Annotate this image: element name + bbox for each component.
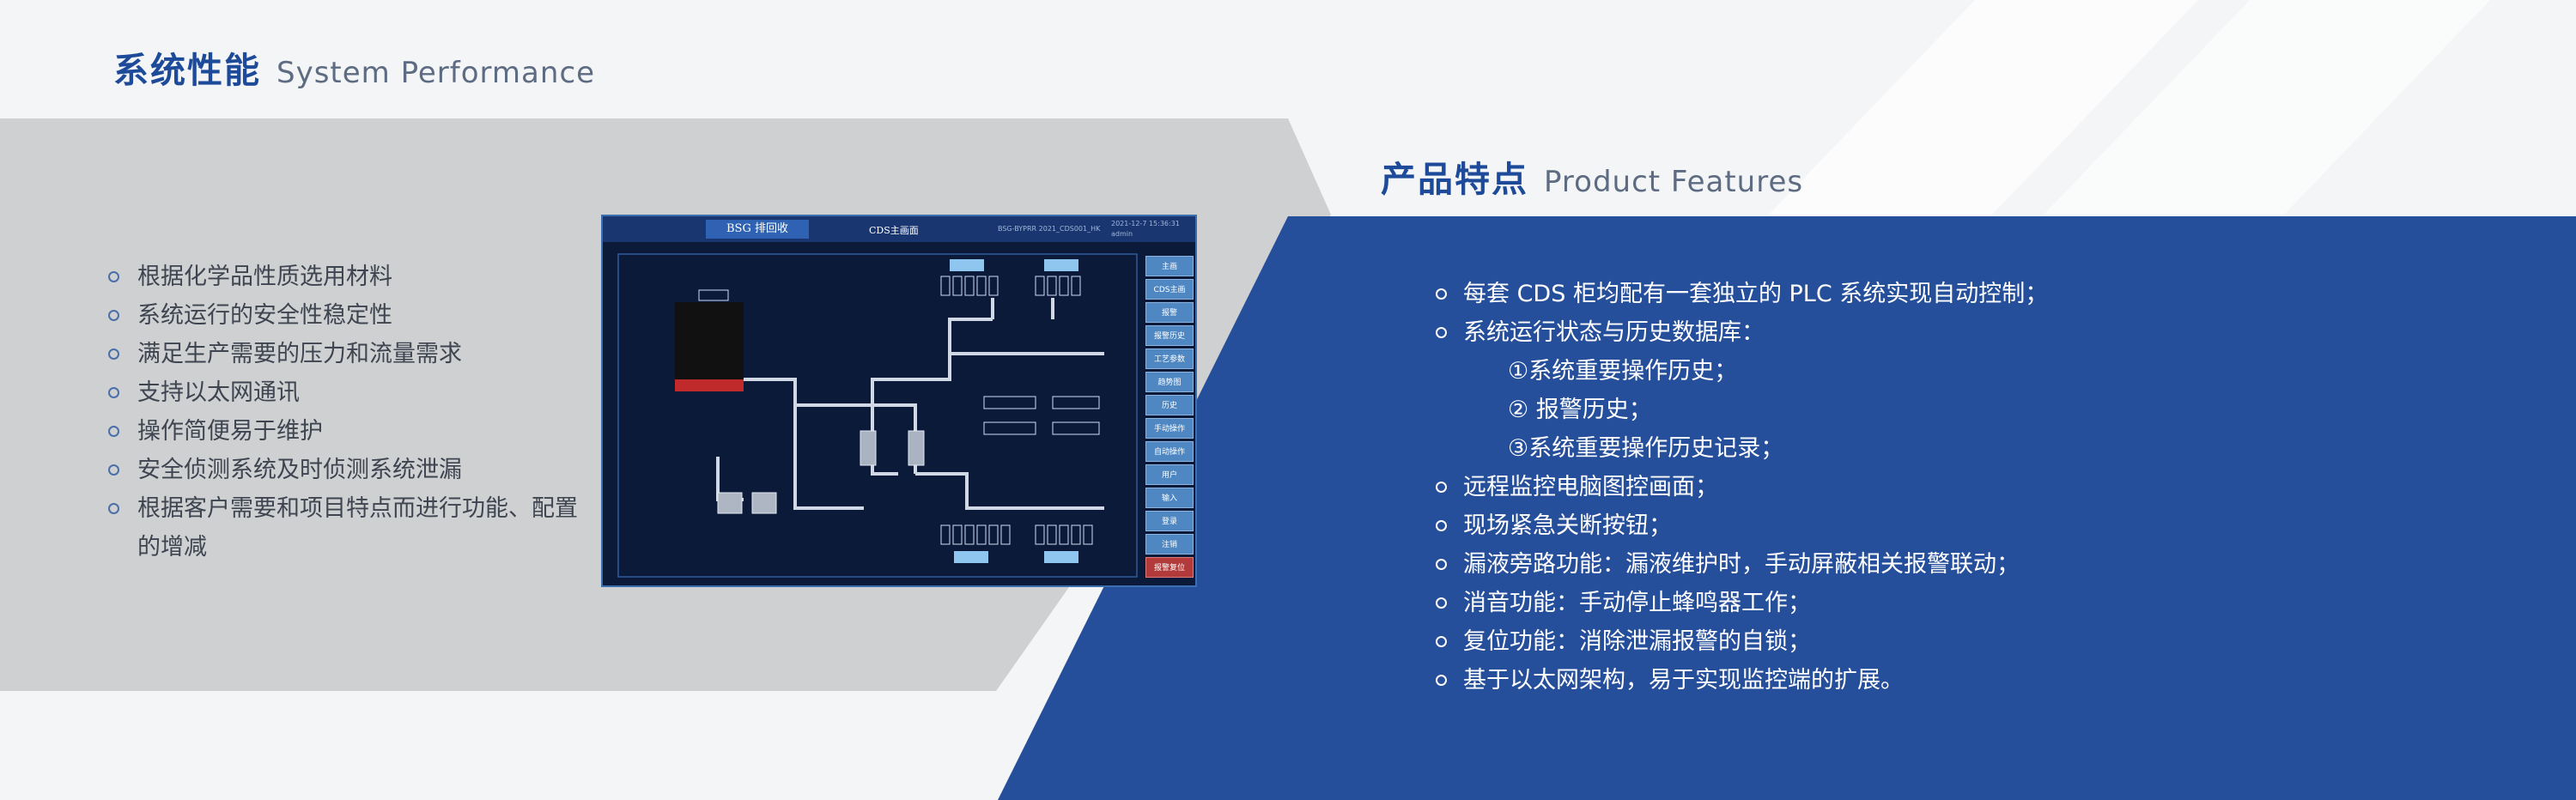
hmi-screen: BSG 排回收 CDS主画面 BSG-BYPRR 2021_CDS001_HK … xyxy=(601,215,1197,587)
filter-2 xyxy=(908,430,925,466)
performance-item: 安全侦测系统及时侦测系统泄漏 xyxy=(105,451,586,489)
hmi-title-bar xyxy=(603,216,1195,242)
features-heading: 产品特点 Product Features xyxy=(1381,150,1803,202)
hmi-menu-item[interactable]: 用户 xyxy=(1145,464,1194,485)
feature-item: 复位功能：消除泄漏报警的自锁； xyxy=(1434,622,2379,661)
performance-item: 支持以太网通讯 xyxy=(105,373,586,412)
hmi-menu-item[interactable]: 报警 xyxy=(1145,302,1194,323)
valve-group-bottom xyxy=(940,524,1093,545)
performance-item: 根据化学品性质选用材料 xyxy=(105,258,586,296)
pipe-network xyxy=(716,298,1104,510)
storage-tank xyxy=(675,302,744,379)
flow-readout-1 xyxy=(983,396,1036,409)
pump-2 xyxy=(751,492,777,514)
valve-footer-2 xyxy=(1044,551,1078,563)
hmi-menu-item[interactable]: 输入 xyxy=(1145,488,1194,508)
hmi-title: CDS主画面 xyxy=(869,225,919,236)
hmi-menu: 主画 CDS主画 报警 报警历史 工艺参数 趋势图 历史 手动操作 自动操作 用… xyxy=(1145,256,1194,580)
feature-item: 每套 CDS 柜均配有一套独立的 PLC 系统实现自动控制； xyxy=(1434,275,2379,313)
feature-subitem: ③系统重要操作历史记录； xyxy=(1508,435,1784,462)
performance-item: 根据客户需要和项目特点而进行功能、配置的增减 xyxy=(105,489,586,567)
totalizer-readout-1 xyxy=(1052,396,1100,409)
features-list: 每套 CDS 柜均配有一套独立的 PLC 系统实现自动控制； 系统运行状态与历史… xyxy=(1434,275,2379,700)
performance-list: 根据化学品性质选用材料 系统运行的安全性稳定性 满足生产需要的压力和流量需求 支… xyxy=(105,258,586,567)
performance-item: 操作简便易于维护 xyxy=(105,412,586,451)
hmi-menu-item[interactable]: 自动操作 xyxy=(1145,441,1194,462)
light-diagonal-stripe xyxy=(2044,0,2490,215)
hmi-user: admin xyxy=(1111,230,1133,238)
hmi-date: 2021-12-7 15:36:31 xyxy=(1111,220,1180,227)
blue-panel xyxy=(998,216,2576,800)
hmi-menu-item[interactable]: 登录 xyxy=(1145,511,1194,531)
performance-title-cn: 系统性能 xyxy=(113,50,261,91)
feature-item: 现场紧急关断按钮； xyxy=(1434,506,2379,545)
alarm-reset-button[interactable]: 报警复位 xyxy=(1145,557,1194,578)
tank-base xyxy=(675,379,744,391)
valve-header-1 xyxy=(950,259,984,271)
totalizer-readout-2 xyxy=(1052,421,1100,435)
performance-item: 系统运行的安全性稳定性 xyxy=(105,296,586,335)
filter-1 xyxy=(860,430,877,466)
tank-level-box xyxy=(698,289,729,301)
hmi-menu-item[interactable]: 注销 xyxy=(1145,534,1194,555)
light-diagonal-stripe xyxy=(1769,0,2198,215)
performance-heading: 系统性能 System Performance xyxy=(113,41,595,93)
performance-title-en: System Performance xyxy=(276,56,596,90)
feature-item: 消音功能：手动停止蜂鸣器工作； xyxy=(1434,584,2379,622)
features-title-en: Product Features xyxy=(1544,165,1804,199)
feature-subitem: ② 报警历史； xyxy=(1508,397,1652,423)
valve-footer-1 xyxy=(954,551,988,563)
hmi-menu-item[interactable]: CDS主画 xyxy=(1145,279,1194,300)
feature-subitem: ①系统重要操作历史； xyxy=(1508,358,1738,385)
diagram-frame xyxy=(617,253,1138,578)
hmi-menu-item[interactable]: 手动操作 xyxy=(1145,418,1194,439)
hmi-menu-item[interactable]: 历史 xyxy=(1145,395,1194,415)
process-diagram xyxy=(617,253,1138,578)
hmi-info: BSG-BYPRR 2021_CDS001_HK xyxy=(998,225,1101,233)
feature-item: 系统运行状态与历史数据库： xyxy=(1434,313,2379,352)
feature-item: 基于以太网架构，易于实现监控端的扩展。 xyxy=(1434,661,2379,700)
pump-1 xyxy=(717,492,743,514)
hmi-menu-item[interactable]: 工艺参数 xyxy=(1145,348,1194,369)
hmi-menu-item[interactable]: 主画 xyxy=(1145,256,1194,276)
hmi-menu-item[interactable]: 报警历史 xyxy=(1145,325,1194,346)
hmi-tab[interactable]: BSG 排回收 xyxy=(706,220,809,239)
flow-readout-2 xyxy=(983,421,1036,435)
feature-item: 漏液旁路功能：漏液维护时，手动屏蔽相关报警联动； xyxy=(1434,545,2379,584)
features-title-cn: 产品特点 xyxy=(1381,159,1528,200)
performance-item: 满足生产需要的压力和流量需求 xyxy=(105,335,586,373)
valve-group-top xyxy=(940,276,1081,296)
feature-item: 远程监控电脑图控画面； xyxy=(1434,468,2379,506)
hmi-menu-item[interactable]: 趋势图 xyxy=(1145,372,1194,392)
valve-header-2 xyxy=(1044,259,1078,271)
